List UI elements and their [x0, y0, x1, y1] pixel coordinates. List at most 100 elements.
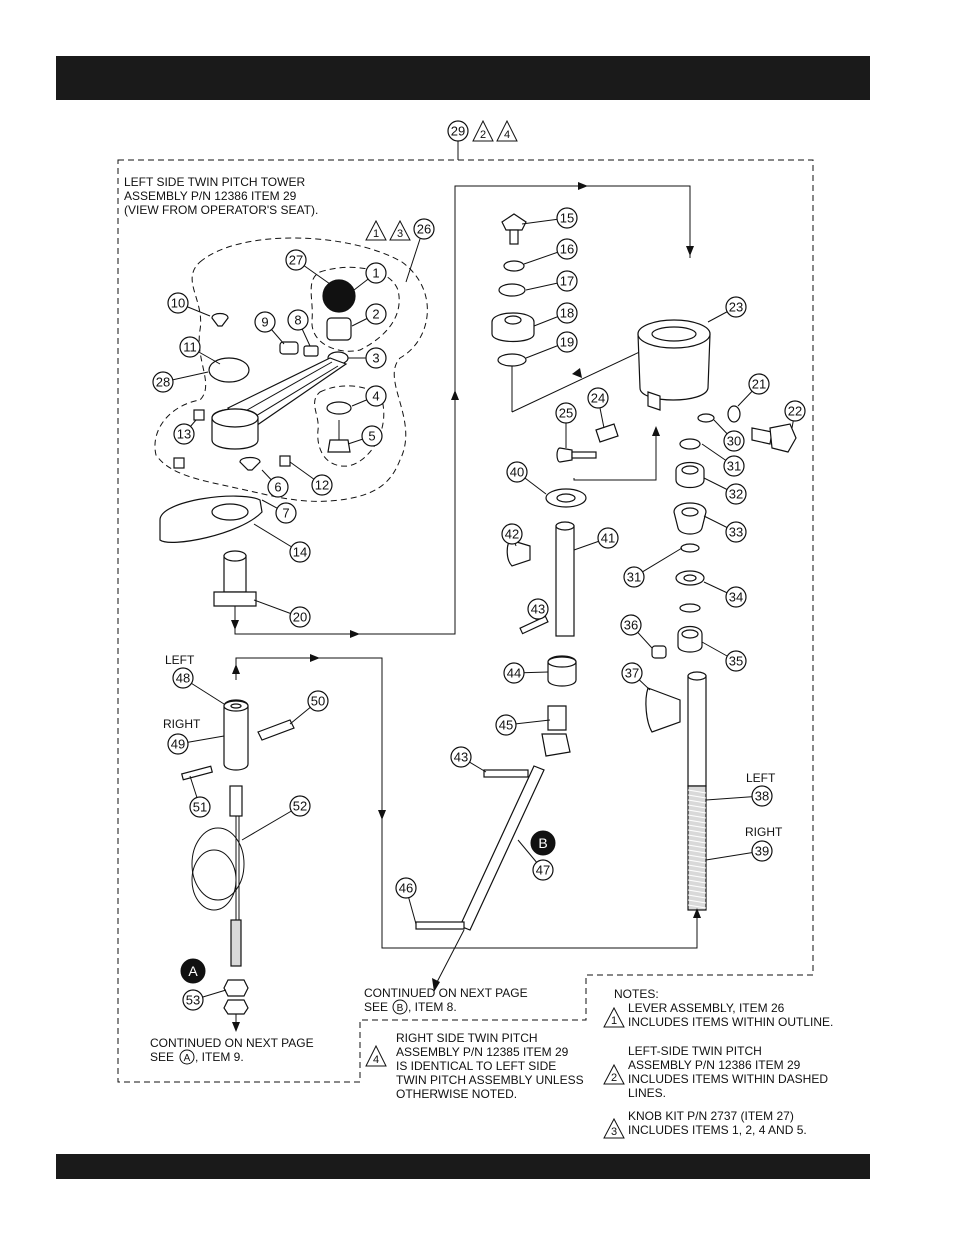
callout-15: 15 [521, 207, 578, 229]
knob-ball-fill [323, 280, 355, 312]
ujoint-45-upper [547, 705, 567, 731]
flow-line-2 [573, 432, 657, 481]
thread-line [687, 839, 707, 844]
callout-34: 34 [703, 581, 747, 608]
svg-text:28: 28 [156, 375, 170, 390]
callout-32: 32 [703, 477, 747, 505]
note-triangle-1: 1 [365, 219, 387, 241]
svg-text:17: 17 [560, 274, 574, 289]
thread-line [687, 889, 707, 894]
washer-21 [727, 405, 741, 423]
svg-text:11: 11 [183, 340, 197, 355]
label-right-39: RIGHT [745, 825, 783, 839]
svg-text:31: 31 [627, 570, 641, 585]
washer-31a [679, 438, 701, 450]
svg-text:15: 15 [560, 211, 574, 226]
callout-3: 3 [348, 347, 387, 369]
callout-11: 11 [179, 336, 221, 365]
thread-line [687, 789, 707, 794]
callout-27: 27 [285, 249, 331, 285]
svg-text:31: 31 [727, 459, 741, 474]
thread-line [687, 844, 707, 849]
svg-text:14: 14 [293, 545, 307, 560]
thread-line [687, 814, 707, 819]
callout-24: 24 [587, 387, 609, 429]
base-plate-hole [211, 503, 249, 521]
callout-35: 35 [701, 641, 747, 672]
svg-text:50: 50 [311, 694, 325, 709]
svg-text:29: 29 [451, 124, 465, 139]
callout-47: 47 [517, 839, 554, 881]
cable-loop-1 [191, 827, 245, 901]
callout-45: 45 [495, 714, 551, 736]
callout-14: 14 [253, 523, 311, 563]
svg-text:4: 4 [373, 1054, 379, 1066]
bolt-22 [751, 427, 773, 445]
setscrew-12 [279, 455, 291, 467]
callout-43: 43 [450, 746, 487, 773]
callout-7: 7 [261, 499, 297, 524]
gear-18 [491, 312, 535, 343]
thread-line [687, 859, 707, 864]
pin-43b [483, 769, 529, 778]
pin-46 [415, 921, 465, 930]
thread-line [687, 869, 707, 874]
callout-50: 50 [289, 690, 329, 725]
thread-line [687, 879, 707, 884]
svg-text:10: 10 [171, 296, 185, 311]
callout-10: 10 [167, 292, 211, 317]
callout-52: 52 [241, 795, 311, 841]
svg-text:45: 45 [499, 718, 513, 733]
callout-37: 37 [621, 662, 651, 691]
lever-outline [154, 237, 428, 502]
callout-51: 51 [189, 775, 211, 818]
callout-19: 19 [525, 331, 578, 359]
continued-b-item: , ITEM 8. [408, 1000, 457, 1014]
callout-31: 31 [701, 443, 745, 477]
callout-43: 43 [527, 598, 549, 621]
assembly-title-line-3: (VIEW FROM OPERATOR'S SEAT). [124, 203, 318, 217]
callout-39: 39 [705, 840, 773, 862]
callout-18: 18 [533, 302, 578, 327]
footer-bar [56, 1154, 870, 1179]
thread-line [687, 854, 707, 859]
note4-line-1: RIGHT SIDE TWIN PITCH [396, 1031, 538, 1045]
callout-9: 9 [254, 311, 285, 345]
thread-line [687, 799, 707, 804]
svg-text:20: 20 [293, 610, 307, 625]
callout-31: 31 [623, 547, 683, 588]
svg-text:2: 2 [372, 307, 379, 322]
fitting-9 [279, 341, 299, 355]
shaft-41 [555, 525, 575, 637]
assembly-title-line-2: ASSEMBLY P/N 12386 ITEM 29 [124, 189, 297, 203]
svg-text:1: 1 [373, 228, 379, 240]
callout-42: 42 [501, 523, 523, 547]
svg-text:43: 43 [531, 602, 545, 617]
note-triangle-4-body: 4 [365, 1044, 387, 1067]
svg-text:7: 7 [282, 506, 289, 521]
svg-text:48: 48 [176, 671, 190, 686]
callout-49: 49 [167, 733, 225, 755]
nut-53b [223, 999, 249, 1015]
svg-text:B: B [397, 1003, 404, 1014]
washer-4 [326, 401, 352, 415]
washer-31c [679, 603, 701, 613]
lever-assembly-label: 1 3 26 [365, 218, 435, 283]
lever-base-plate [159, 495, 263, 543]
svg-text:8: 8 [294, 313, 301, 328]
setscrew-13b [173, 457, 185, 469]
svg-text:21: 21 [752, 377, 766, 392]
washer-31b [680, 543, 700, 553]
tower-boss [647, 391, 661, 411]
callout-16: 16 [523, 238, 578, 265]
note-triangle-3: 3 [389, 219, 411, 241]
thread-line [687, 874, 707, 879]
tube-48-49 [223, 699, 249, 771]
note2-line-2: ASSEMBLY P/N 12386 ITEM 29 [628, 1058, 801, 1072]
fitting-8 [303, 345, 319, 357]
callout-53: 53 [182, 989, 227, 1011]
svg-text:24: 24 [591, 391, 605, 406]
callout-40: 40 [506, 461, 547, 495]
svg-text:13: 13 [177, 427, 191, 442]
note3-line-1: KNOB KIT P/N 2737 (ITEM 27) [628, 1109, 794, 1123]
